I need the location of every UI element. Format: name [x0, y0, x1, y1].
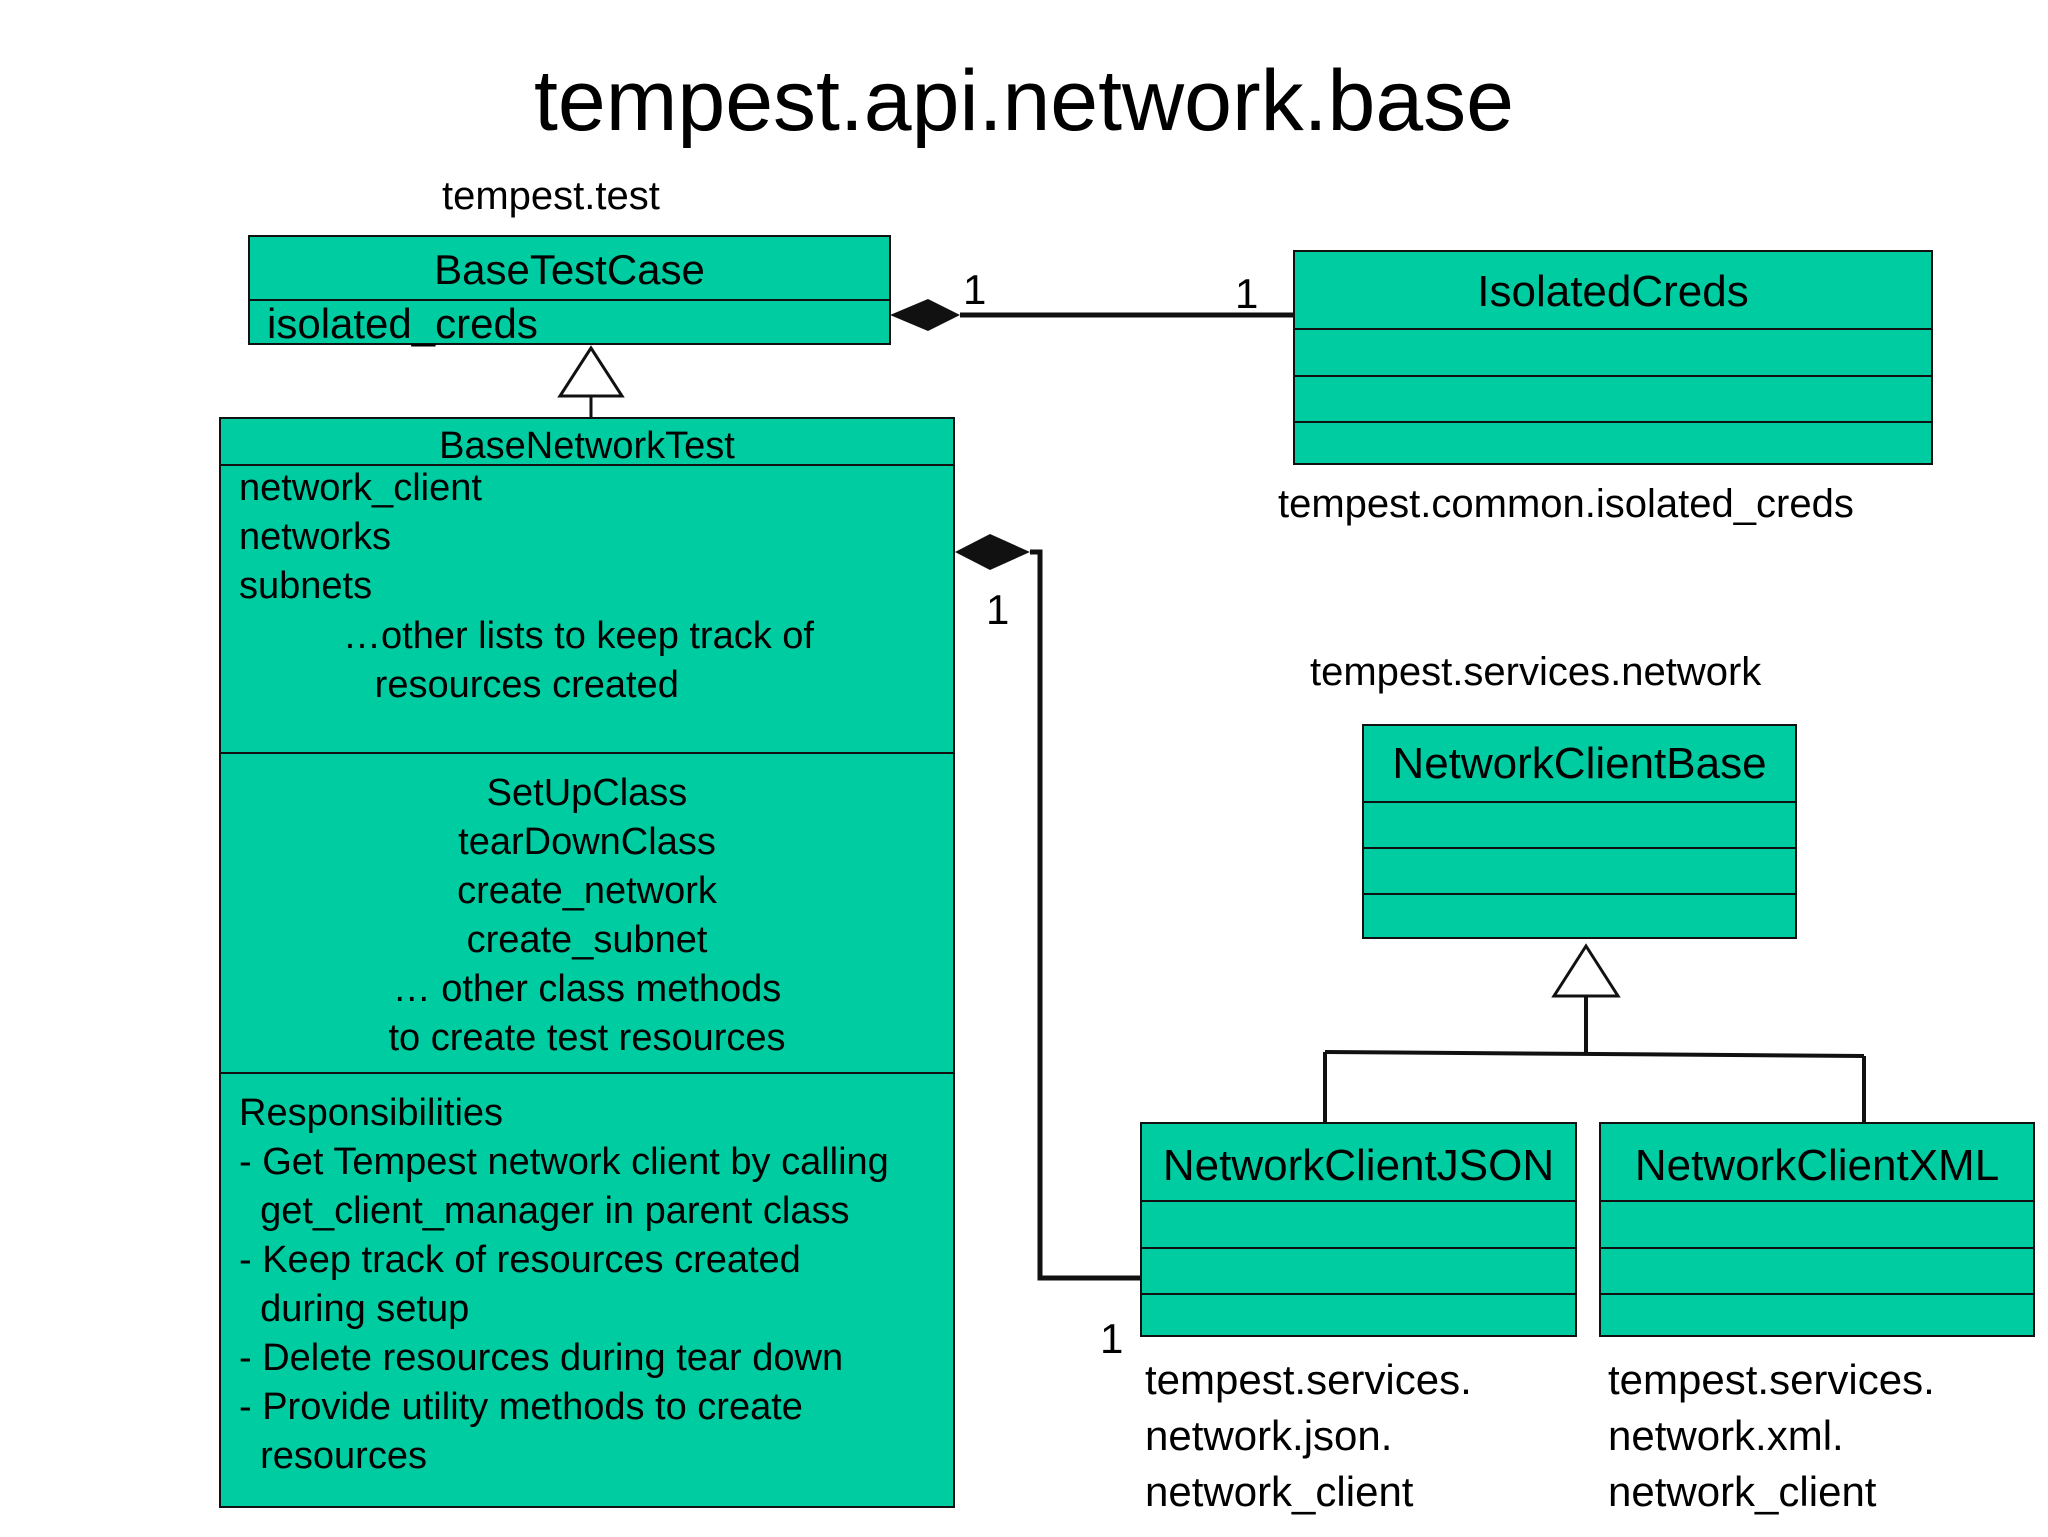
class-attributes: isolated_creds	[267, 300, 538, 347]
class-base-network-test: BaseNetworkTest network_client networks …	[219, 417, 955, 1508]
inheritance-triangle-base	[557, 345, 625, 398]
class-attributes: network_client networks subnets	[239, 467, 482, 607]
class-isolated-creds: IsolatedCreds	[1293, 250, 1933, 465]
package-label-json-client: tempest.services. network.json. network_…	[1145, 1356, 1472, 1515]
class-name: IsolatedCreds	[1477, 267, 1749, 316]
class-network-client-xml: NetworkClientXML	[1599, 1122, 2035, 1337]
package-label-tempest-test: tempest.test	[442, 174, 660, 218]
package-label-xml-client: tempest.services. network.xml. network_c…	[1608, 1356, 1935, 1515]
class-name: NetworkClientJSON	[1162, 1141, 1555, 1190]
class-network-client-json: NetworkClientJSON	[1140, 1122, 1577, 1337]
class-methods: SetUpClass tearDownClass create_network …	[388, 772, 786, 1059]
composition-diamond-client	[955, 534, 1030, 570]
composition-diamond-creds	[890, 299, 960, 331]
association-line-client	[1030, 549, 1142, 1281]
class-name: NetworkClientXML	[1634, 1141, 2000, 1190]
package-label-services-network: tempest.services.network	[1310, 650, 1762, 694]
class-base-test-case: BaseTestCase isolated_creds	[248, 235, 891, 345]
class-name: BaseTestCase	[434, 246, 705, 293]
diagram-title: tempest.api.network.base	[534, 53, 1514, 149]
multiplicity-client-bottom: 1	[1100, 1315, 1124, 1362]
class-attributes-note: …other lists to keep track of resources …	[343, 615, 814, 706]
package-label-isolated-creds: tempest.common.isolated_creds	[1278, 482, 1854, 526]
multiplicity-creds-right: 1	[1235, 270, 1259, 317]
multiplicity-creds-left: 1	[963, 266, 987, 313]
class-name: BaseNetworkTest	[439, 425, 735, 467]
class-name: NetworkClientBase	[1392, 739, 1767, 788]
class-responsibilities: Responsibilities - Get Tempest network c…	[239, 1092, 889, 1477]
inheritance-triangle-client-base	[1551, 943, 1621, 998]
class-network-client-base: NetworkClientBase	[1362, 724, 1797, 939]
multiplicity-client-top: 1	[986, 586, 1010, 633]
